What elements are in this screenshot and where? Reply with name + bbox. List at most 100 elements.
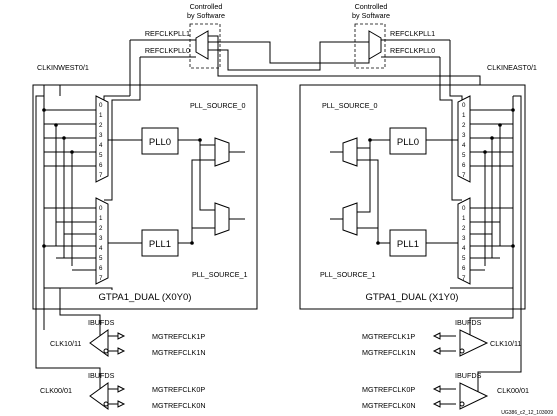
svg-text:4: 4 bbox=[99, 142, 103, 149]
svg-text:2: 2 bbox=[462, 225, 466, 232]
right-mux-pll1 bbox=[457, 197, 471, 285]
refclk-mux-right bbox=[368, 30, 382, 60]
left-pll-source-1-mux bbox=[214, 202, 230, 236]
left-pll-source-0-mux bbox=[214, 137, 230, 167]
right-mux-pll0 bbox=[457, 95, 471, 183]
gtpa1-dual-tile-x1y0 bbox=[299, 84, 526, 310]
mgtrefclk1n-left-label: MGTREFCLK1N bbox=[152, 348, 206, 357]
svg-text:1: 1 bbox=[99, 215, 103, 222]
left-mux-pll1 bbox=[95, 197, 109, 285]
ibufds-left-0 bbox=[89, 382, 109, 410]
mgtrefclk0n-pad-right bbox=[432, 400, 441, 408]
refclkpll1-label-right: REFCLKPLL1 bbox=[390, 29, 435, 38]
gtpa1-dual-tile-x0y0 bbox=[32, 84, 258, 310]
refclkpll0-label-right: REFCLKPLL0 bbox=[390, 46, 435, 55]
svg-text:0: 0 bbox=[462, 205, 466, 212]
svg-text:2: 2 bbox=[99, 225, 103, 232]
left-junction-dots bbox=[42, 108, 202, 248]
left-mux-pll0-inputs: 0 1 2 3 4 5 6 7 bbox=[99, 102, 103, 179]
clk1011-right-label: CLK10/11 bbox=[490, 339, 521, 348]
mgtrefclk1p-pad-left bbox=[117, 332, 126, 340]
right-tile-wiring bbox=[330, 85, 514, 289]
ibufds-left-0-bubble bbox=[103, 401, 109, 407]
right-pll0-label: PLL0 bbox=[397, 137, 419, 148]
ibufds-right-1 bbox=[459, 329, 489, 357]
ibufds-left-1 bbox=[89, 329, 109, 357]
mgtrefclk0p-pad-right bbox=[432, 385, 441, 393]
svg-text:7: 7 bbox=[99, 275, 103, 282]
software-box-right bbox=[354, 23, 386, 69]
left-pll0-label: PLL0 bbox=[149, 137, 171, 148]
left-pll0-block bbox=[141, 127, 179, 155]
software-label-right-1: Controlled bbox=[355, 2, 388, 11]
svg-text:1: 1 bbox=[99, 112, 103, 119]
software-label-left-2: by Software bbox=[187, 11, 225, 20]
mgtrefclk1p-pad-right bbox=[432, 332, 441, 340]
svg-text:7: 7 bbox=[99, 172, 103, 179]
right-pll-source-0-mux bbox=[342, 137, 358, 167]
right-pll-source-1-label: PLL_SOURCE_1 bbox=[320, 270, 376, 279]
refclkpll0-label-left: REFCLKPLL0 bbox=[145, 46, 190, 55]
left-tile-label: GTPA1_DUAL (X0Y0) bbox=[99, 292, 192, 303]
svg-text:0: 0 bbox=[462, 102, 466, 109]
mgtrefclk0p-left-label: MGTREFCLK0P bbox=[152, 385, 205, 394]
svg-text:3: 3 bbox=[99, 132, 103, 139]
svg-text:6: 6 bbox=[99, 265, 103, 272]
ibufds-left-1-bubble bbox=[103, 348, 109, 354]
right-junction-dots bbox=[368, 108, 515, 248]
ibufds-label-left-0: IBUFDS bbox=[88, 371, 115, 380]
svg-text:1: 1 bbox=[462, 112, 466, 119]
left-pll1-block bbox=[141, 229, 179, 257]
mgtrefclk0n-pad-left bbox=[117, 400, 126, 408]
ibufds-label-right-1: IBUFDS bbox=[455, 318, 482, 327]
svg-text:0: 0 bbox=[99, 102, 103, 109]
mgtrefclk1p-left-label: MGTREFCLK1P bbox=[152, 332, 205, 341]
svg-text:1: 1 bbox=[462, 215, 466, 222]
svg-text:5: 5 bbox=[462, 152, 466, 159]
clkineast-label: CLKINEAST0/1 bbox=[487, 63, 537, 72]
mgtrefclk1n-pad-left bbox=[117, 347, 126, 355]
svg-text:2: 2 bbox=[99, 122, 103, 129]
svg-text:3: 3 bbox=[462, 132, 466, 139]
svg-text:7: 7 bbox=[462, 172, 466, 179]
left-pll-source-1-label: PLL_SOURCE_1 bbox=[192, 270, 248, 279]
software-label-left-1: Controlled bbox=[190, 2, 223, 11]
clk1011-left-label: CLK10/11 bbox=[50, 339, 81, 348]
left-pll1-label: PLL1 bbox=[149, 239, 171, 250]
top-wiring bbox=[129, 35, 481, 85]
mgtrefclk0p-pad-left bbox=[117, 385, 126, 393]
ibufds-label-left-1: IBUFDS bbox=[88, 318, 115, 327]
mgtrefclk0n-right-label: MGTREFCLK0N bbox=[362, 401, 416, 410]
svg-text:6: 6 bbox=[99, 162, 103, 169]
svg-text:6: 6 bbox=[462, 265, 466, 272]
refclk-mux-left bbox=[195, 30, 209, 60]
right-pll1-block bbox=[389, 229, 427, 257]
svg-text:3: 3 bbox=[462, 235, 466, 242]
right-mux-pll0-inputs: 0 1 2 3 4 5 6 7 bbox=[462, 102, 466, 179]
right-pll-source-1-mux bbox=[342, 202, 358, 236]
svg-text:4: 4 bbox=[99, 245, 103, 252]
ibufds-label-right-0: IBUFDS bbox=[455, 371, 482, 380]
svg-text:4: 4 bbox=[462, 142, 466, 149]
clkinwest-label: CLKINWEST0/1 bbox=[37, 63, 89, 72]
mgtrefclk1n-pad-right bbox=[432, 347, 441, 355]
figure-id: UG386_c2_12_103009 bbox=[501, 410, 553, 416]
svg-text:7: 7 bbox=[462, 275, 466, 282]
svg-text:2: 2 bbox=[462, 122, 466, 129]
software-label-right-2: by Software bbox=[352, 11, 390, 20]
svg-text:6: 6 bbox=[462, 162, 466, 169]
left-mux-pll0 bbox=[95, 95, 109, 183]
right-pll0-block bbox=[389, 127, 427, 155]
clk0001-right-label: CLK00/01 bbox=[497, 386, 529, 395]
mgtrefclk1n-right-label: MGTREFCLK1N bbox=[362, 348, 416, 357]
svg-text:5: 5 bbox=[99, 152, 103, 159]
svg-text:0: 0 bbox=[99, 205, 103, 212]
clk0001-left-label: CLK00/01 bbox=[40, 386, 72, 395]
svg-text:5: 5 bbox=[462, 255, 466, 262]
right-pll1-label: PLL1 bbox=[397, 239, 419, 250]
left-tile-wiring bbox=[43, 85, 245, 290]
mgtrefclk1p-right-label: MGTREFCLK1P bbox=[362, 332, 415, 341]
ibufds-right-0-bubble bbox=[459, 401, 465, 407]
ibufds-right-1-bubble bbox=[459, 348, 465, 354]
